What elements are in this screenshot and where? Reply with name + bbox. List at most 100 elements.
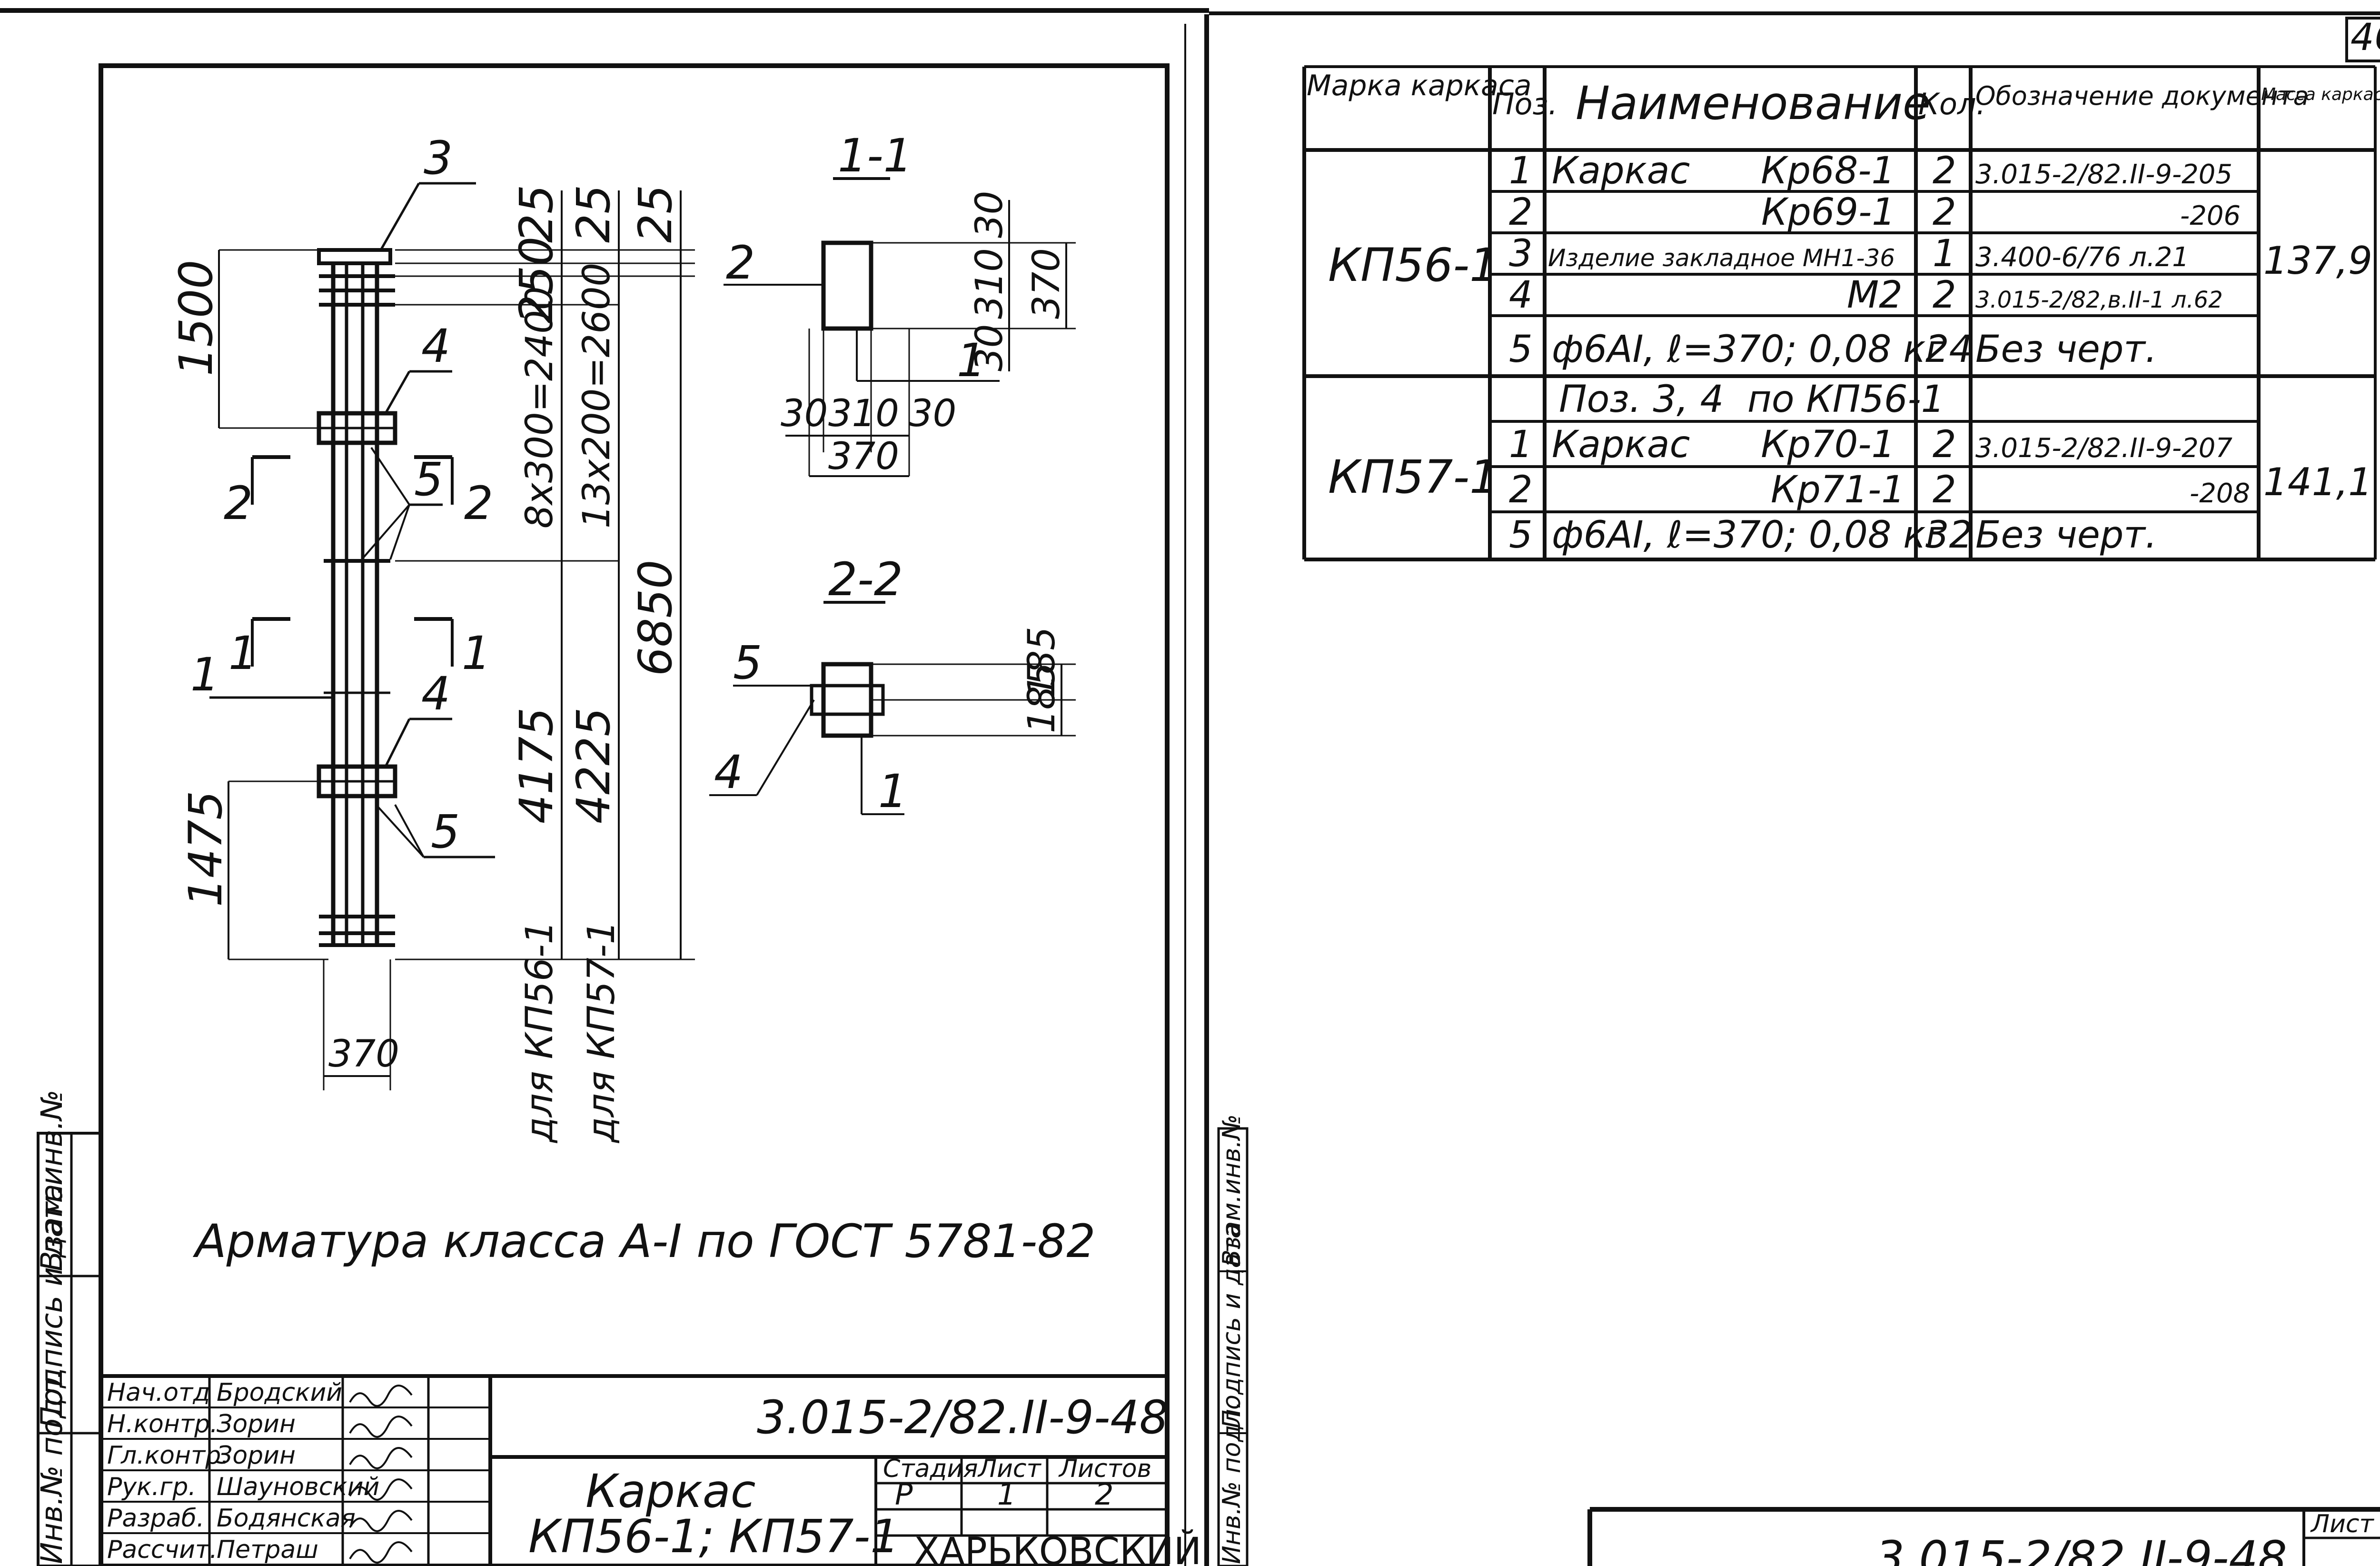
sec1-dim-30-a: 30 (968, 191, 1011, 238)
pos-5-upper-label: 5 (414, 453, 443, 506)
g2-r4-doc: Без черт. (1975, 514, 2157, 557)
g1-r1-name: Каркас Кр68-1 (1552, 150, 1895, 192)
dim-250: 250 (510, 237, 563, 324)
dim-25-b: 25 (567, 185, 620, 243)
left-margin-stamp: Взам.инв.№ Подпись и дата Инв.№ подл. (34, 1089, 69, 1564)
page-number: 46 (2350, 16, 2380, 59)
sec2-pos-5: 5 (733, 636, 762, 689)
organization: ХАРЬКОВСКИЙ (914, 1529, 1201, 1566)
pos-5-lower-label: 5 (431, 805, 460, 858)
cage-elevation: 3 4 5 4 5 1 2 2 1 1 (169, 131, 695, 1144)
role-2: Н.контр. (107, 1410, 218, 1438)
g1-r5-qty: 24 (1925, 328, 1973, 371)
signature-4 (349, 1478, 413, 1501)
g1-r1-doc: 3.015-2/82.II-9-205 (1975, 159, 2232, 190)
dim-13x200: 13х200=2600 (575, 263, 618, 529)
pos-4-upper-label: 4 (421, 319, 450, 373)
drawing-title-1: Каркас (585, 1465, 756, 1518)
dim-25-c: 25 (629, 185, 682, 243)
sheet-header: Лист (977, 1455, 1041, 1483)
g1-r3-pos: 3 (1509, 232, 1533, 275)
role-4: Рук.гр. (107, 1473, 196, 1501)
cut-2-left: 2 (224, 477, 253, 530)
group-2-mark: КП57-1 (1328, 450, 1498, 504)
hdr-doc: Обозначение документа (1975, 81, 2309, 111)
pos-1-label: 1 (190, 648, 219, 701)
sec2-pos-4: 4 (714, 746, 743, 799)
bottom-sheet-label: Лист (2310, 1510, 2374, 1538)
g1-r2-qty: 2 (1933, 191, 1956, 234)
name-2: Зорин (217, 1410, 296, 1438)
stage-header: Стадия (883, 1455, 978, 1483)
section-2-2: 2-2 5 4 1 185 185 (709, 553, 1076, 818)
role-5: Разраб. (107, 1504, 204, 1533)
hdr-mark: Марка каркаса (1307, 69, 1532, 102)
spec-table: Марка каркаса Поз. Наименование Кол. Обо… (1302, 65, 2380, 561)
sheets-header: Листов (1058, 1455, 1151, 1483)
stamp-text-3: Инв.№ подл. (34, 1370, 69, 1564)
g1-r4-pos: 4 (1509, 274, 1533, 317)
stamp-text-1: Взам.инв.№ (34, 1089, 69, 1271)
dim-1475: 1475 (179, 791, 232, 907)
g1-r2-doc: -206 (2180, 200, 2241, 231)
reinforcement-note: Арматура класса А-I по ГОСТ 5781-82 (192, 1215, 1095, 1268)
dim-1500: 1500 (169, 260, 223, 376)
g1-r4-doc: 3.015-2/82,в.II-1 л.62 (1975, 287, 2223, 313)
sheet-value: 1 (997, 1477, 1016, 1512)
g1-r5-pos: 5 (1509, 328, 1533, 371)
name-5: Бодянская (217, 1504, 356, 1533)
signature-1 (349, 1385, 413, 1407)
g2-r4-pos: 5 (1509, 514, 1533, 557)
bottom-doc-code: 3.015-2/82.II-9-48 (1875, 1531, 2287, 1566)
stage-value: Р (895, 1477, 913, 1512)
g1-r3-qty: 1 (1933, 232, 1956, 275)
hdr-name: Наименование (1576, 77, 1931, 130)
dim-4175: 4175 (510, 708, 563, 824)
g2-r2-pos: 1 (1509, 423, 1533, 466)
pos-4-lower-label: 4 (421, 667, 450, 720)
g2-r3-qty: 2 (1933, 469, 1956, 511)
pos-3-label: 3 (424, 131, 453, 185)
dim-6850: 6850 (629, 560, 682, 676)
drawing-title-2: КП56-1; КП57-1 (528, 1510, 899, 1563)
label-for-kp571: для КП57-1 (580, 920, 623, 1144)
g1-r1-qty: 2 (1933, 150, 1956, 192)
right-stamp-3: Инв.№ подл. (1218, 1401, 1246, 1564)
g2-r2-qty: 2 (1933, 423, 1956, 466)
sec1-dim-310-h: 310 (828, 392, 899, 435)
role-1: Нач.отд (107, 1378, 210, 1407)
g2-r2-doc: 3.015-2/82.II-9-207 (1975, 433, 2232, 464)
cut-1-left: 1 (228, 627, 258, 680)
section-2-2-title: 2-2 (828, 553, 903, 606)
doc-code: 3.015-2/82.II-9-48 (757, 1391, 1169, 1444)
g2-r3-name: Кр71-1 (1771, 469, 1905, 511)
name-3: Зорин (217, 1441, 296, 1470)
sec1-pos-2: 2 (726, 236, 755, 289)
name-4: Шауновский (217, 1473, 379, 1501)
stamp-text-2: Подпись и дата (34, 1184, 69, 1428)
g2-r1-name: Поз. 3, 4 по КП56-1 (1559, 378, 1944, 421)
sheets-value: 2 (1095, 1477, 1113, 1512)
sheet-edges (0, 8, 2380, 1566)
g2-r4-name: ф6АI, ℓ=370; 0,08 кг (1552, 514, 1945, 557)
sec1-dim-30-h2: 30 (909, 392, 956, 435)
g1-r3-name: Изделие закладное МН1-36 (1548, 244, 1895, 272)
signature-5 (349, 1510, 413, 1532)
dim-4225: 4225 (567, 708, 620, 824)
signature-6 (349, 1541, 413, 1564)
sec1-pos-1: 1 (957, 334, 986, 387)
sec1-dim-30-h1: 30 (781, 392, 828, 435)
signature-3 (349, 1447, 413, 1469)
cut-1-right: 1 (462, 627, 491, 680)
g1-r2-pos: 2 (1509, 191, 1533, 234)
g2-r3-doc: -208 (2190, 478, 2250, 509)
section-1-1: 1-1 2 1 30 310 30 370 30 310 30 370 (724, 129, 1076, 478)
sec1-dim-370-h: 370 (828, 435, 899, 478)
hdr-pos: Поз. (1492, 87, 1557, 121)
g2-r3-pos: 2 (1509, 469, 1533, 511)
group-1-mark: КП56-1 (1328, 239, 1498, 292)
sec2-dim-185-a: 185 (1021, 662, 1063, 733)
sec2-dim-185-b: 185 (1021, 627, 1063, 698)
sec1-dim-30-b: 30 (968, 324, 1011, 371)
